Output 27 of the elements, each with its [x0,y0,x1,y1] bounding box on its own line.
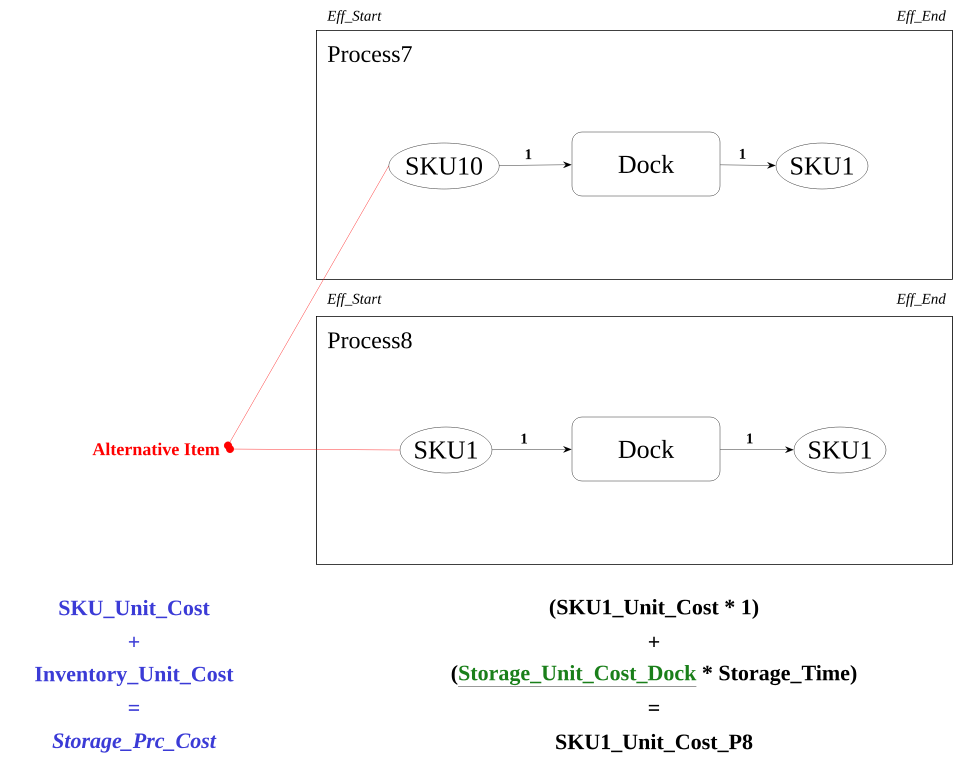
edge-label: 1 [747,433,753,444]
process-step-box: Dock [572,416,720,482]
arrow [720,162,776,169]
leader-line [226,445,400,454]
formula-text: = [128,704,140,711]
edge-label: 1 [526,149,532,160]
formula-text: SKU_Unit_Cost [59,600,210,618]
leader-line [224,166,389,450]
formula-text: (Storage_Unit_Cost_Dock * Storage_Time) [452,664,856,687]
formula-text: + [648,636,660,648]
process-step-box: Dock [572,132,720,196]
formula-text: (SKU1_Unit_Cost * 1) [550,599,758,619]
edge-label: 1 [740,148,746,159]
formula-text: Inventory_Unit_Cost [35,666,234,686]
formula-text: = [648,704,660,711]
edge-label: 1 [522,434,528,444]
date-label: Eff_Start [327,10,382,24]
formula-text: + [128,636,140,648]
formula-text: SKU1_Unit_Cost_P8 [556,734,752,752]
arrow [720,446,794,453]
formula-text: Storage_Prc_Cost [52,733,216,753]
date-label: Eff_End [896,293,946,307]
callout-text: Alternative Item [92,442,220,456]
arrow [499,162,572,168]
date-label: Eff_Start [327,293,382,307]
date-label: Eff_End [896,10,946,24]
arrow [492,446,572,453]
